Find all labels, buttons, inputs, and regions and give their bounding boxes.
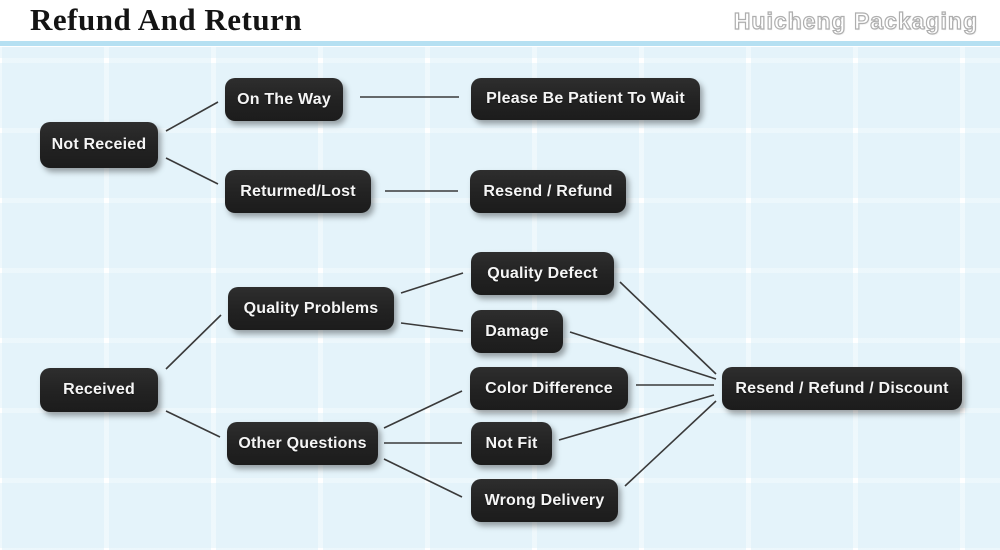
node-other-questions: Other Questions bbox=[227, 422, 378, 465]
connector-not-received-to-returned-lost bbox=[165, 157, 219, 185]
connector-quality-problems-to-quality-defect bbox=[400, 272, 464, 294]
connector-received-to-other-questions bbox=[165, 410, 221, 438]
connector-wrong-delivery-to-resend-refund-discount bbox=[624, 400, 717, 487]
brand-watermark: Huicheng Packaging bbox=[733, 7, 978, 34]
node-quality-defect: Quality Defect bbox=[471, 252, 614, 295]
node-returned-lost: Returmed/Lost bbox=[225, 170, 371, 213]
header: Refund And Return Huicheng Packaging bbox=[0, 0, 1000, 47]
connector-other-questions-to-color-difference bbox=[383, 390, 463, 429]
node-not-fit: Not Fit bbox=[471, 422, 552, 465]
accent-rule bbox=[0, 41, 1000, 46]
node-color-difference: Color Difference bbox=[470, 367, 628, 410]
page-title: Refund And Return bbox=[30, 2, 303, 37]
connector-damage-to-resend-refund-discount bbox=[569, 331, 717, 380]
node-on-the-way: On The Way bbox=[225, 78, 343, 121]
connector-not-fit-to-resend-refund-discount bbox=[558, 394, 715, 441]
node-quality-problems: Quality Problems bbox=[228, 287, 394, 330]
node-received: Received bbox=[40, 368, 158, 412]
node-resend-refund-discount: Resend / Refund / Discount bbox=[722, 367, 962, 410]
node-resend-refund: Resend / Refund bbox=[470, 170, 626, 213]
connector-not-received-to-on-the-way bbox=[165, 101, 219, 132]
node-damage: Damage bbox=[471, 310, 563, 353]
connector-quality-problems-to-damage bbox=[400, 322, 464, 332]
node-please-be-patient: Please Be Patient To Wait bbox=[471, 78, 700, 120]
connector-other-questions-to-wrong-delivery bbox=[383, 458, 463, 498]
node-not-received: Not Receied bbox=[40, 122, 158, 168]
connector-received-to-quality-problems bbox=[165, 314, 222, 370]
node-wrong-delivery: Wrong Delivery bbox=[471, 479, 618, 522]
connector-quality-defect-to-resend-refund-discount bbox=[619, 281, 717, 375]
